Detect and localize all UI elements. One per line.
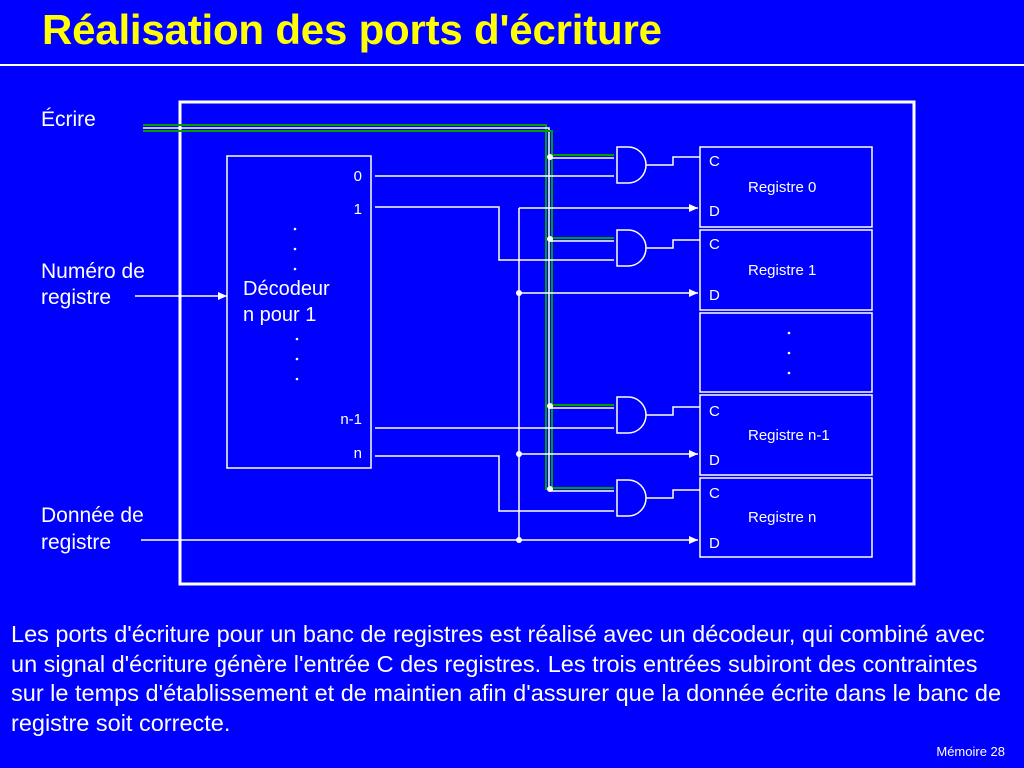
decoder-output-n: n xyxy=(354,445,362,462)
and-gate-0 xyxy=(616,146,647,184)
decoder-block xyxy=(226,155,372,469)
register-1-name: Registre 1 xyxy=(748,262,816,279)
circuit-frame xyxy=(178,100,916,586)
write-bus-junctions xyxy=(547,154,553,492)
register-n-1-c-label: C xyxy=(709,403,720,420)
write-signal-bus xyxy=(143,124,614,492)
write-port-diagram: Écrire Numéro de registre Donnée de regi… xyxy=(41,100,916,586)
decoder-label-line2: n pour 1 xyxy=(243,304,316,326)
register-1: C Registre 1 D xyxy=(699,229,873,311)
data-label-line1: Donnée de xyxy=(41,504,144,527)
register-n-1-d-label: D xyxy=(709,452,720,469)
register-0: C Registre 0 D xyxy=(699,146,873,228)
register-n-1: C Registre n-1 D xyxy=(699,394,873,476)
and-gates xyxy=(616,146,647,517)
decoder-label-line1: Décodeur xyxy=(243,278,330,300)
register-1-d-label: D xyxy=(709,287,720,304)
register-n-d-label: D xyxy=(709,535,720,552)
slide-title: Réalisation des ports d'écriture xyxy=(42,6,662,53)
and-gate-1 xyxy=(616,229,647,267)
register-ellipsis-box xyxy=(699,312,873,393)
data-bus xyxy=(141,204,698,544)
register-n-name: Registre n xyxy=(748,509,816,526)
register-n-1-name: Registre n-1 xyxy=(748,427,830,444)
data-label-line2: registre xyxy=(41,531,111,554)
register-1-c-label: C xyxy=(709,236,720,253)
register-n: C Registre n D xyxy=(699,477,873,558)
register-number-label-line1: Numéro de xyxy=(41,260,145,283)
decoder-output-1: 1 xyxy=(354,201,362,218)
and-gate-n xyxy=(616,479,647,517)
register-0-c-label: C xyxy=(709,153,720,170)
decoder-ellipsis xyxy=(293,227,299,381)
register-0-d-label: D xyxy=(709,203,720,220)
gate-output-wires xyxy=(646,156,700,499)
register-n-c-label: C xyxy=(709,485,720,502)
write-input-label: Écrire xyxy=(41,108,96,131)
title-divider xyxy=(0,64,1024,66)
decoder-output-wires xyxy=(375,175,614,512)
data-bus-junctions xyxy=(516,290,522,543)
decoder-output-n-1: n-1 xyxy=(340,411,362,428)
decoder-output-0: 0 xyxy=(354,168,362,185)
slide-footer: Mémoire 28 xyxy=(936,744,1005,759)
and-gate-n-1 xyxy=(616,396,647,434)
slide-caption: Les ports d'écriture pour un banc de reg… xyxy=(11,621,1002,736)
register-number-label-line2: registre xyxy=(41,286,111,309)
register-0-name: Registre 0 xyxy=(748,179,816,196)
